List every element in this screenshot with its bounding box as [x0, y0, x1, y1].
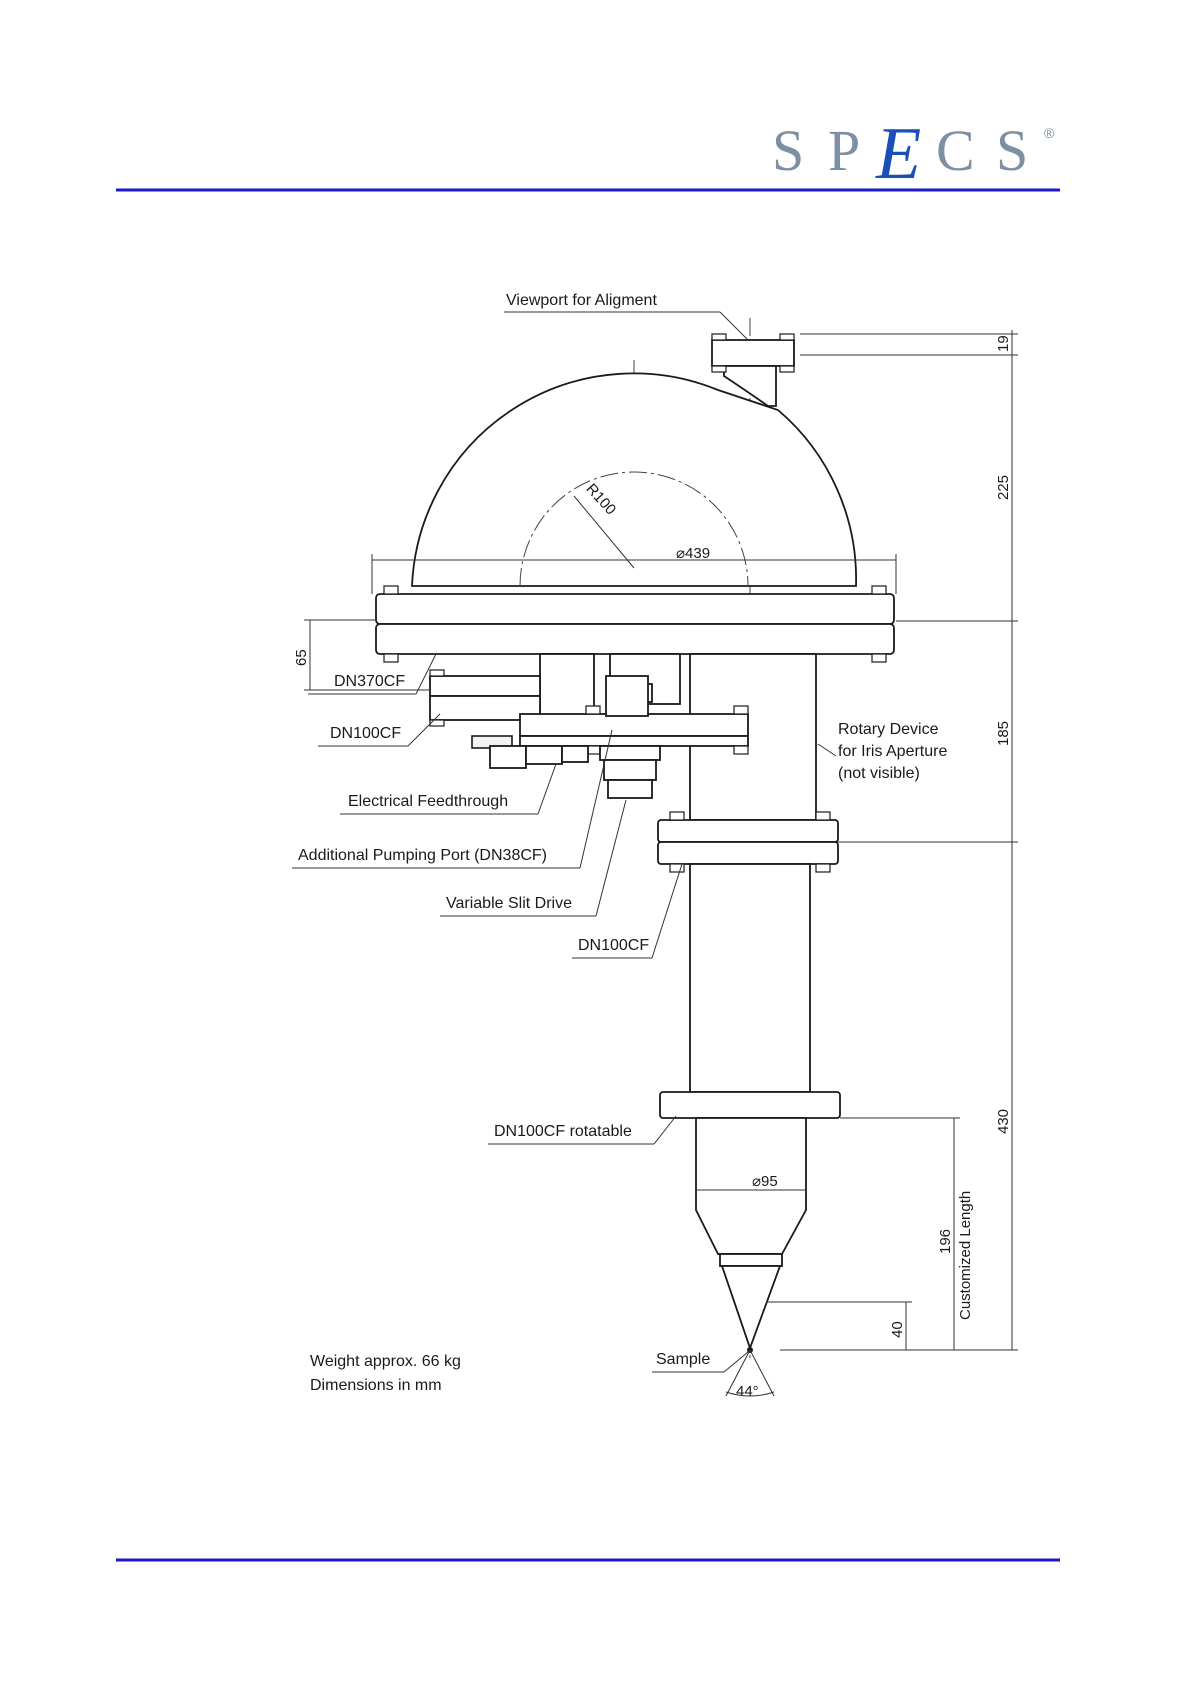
bolt: [871, 653, 887, 663]
leader-sample: [723, 1351, 749, 1373]
dim-tip: 40: [889, 1321, 906, 1338]
slit-drive-column: [605, 675, 649, 717]
logo-registered-mark: ®: [1044, 125, 1055, 141]
viewport-neck: [723, 365, 777, 407]
bolt: [871, 585, 887, 595]
radius-leader: [573, 495, 635, 569]
label-dn100-left: DN100CF: [330, 725, 401, 742]
dia-flange-dimension: ⌀439: [676, 545, 710, 562]
bolt: [815, 811, 831, 821]
logo-letter-e: E: [875, 113, 921, 195]
label-viewport: Viewport for Aligment: [506, 292, 657, 309]
bolt: [585, 705, 601, 715]
bolt: [779, 365, 795, 373]
leader-feedthrough: [537, 763, 557, 815]
specs-logo: S P E C S ®: [772, 113, 1055, 195]
dim-viewport: 19: [995, 335, 1012, 352]
hemisphere-dome: [411, 372, 857, 587]
label-dn100-mid: DN100CF: [578, 937, 649, 954]
feedthrough-connector-b: [525, 745, 563, 765]
logo-letter-p: P: [828, 118, 874, 183]
bolt: [383, 653, 399, 663]
label-sample: Sample: [656, 1351, 710, 1368]
label-rotary-line-2: for Iris Aperture: [838, 743, 947, 760]
leader-viewport: [719, 311, 749, 341]
nose-collar: [719, 1253, 783, 1267]
dim-custom-value: 196: [937, 1229, 954, 1254]
bolt: [815, 863, 831, 873]
horizontal-port-lower: [519, 735, 749, 747]
label-rotary-line-1: Rotary Device: [838, 721, 939, 738]
nose-cone-tip: [720, 1265, 782, 1351]
horizontal-port-upper: [519, 713, 749, 737]
inner-radius-arc: [519, 471, 749, 587]
side-port-flange-b: [429, 695, 541, 721]
label-slit-drive: Variable Slit Drive: [446, 895, 572, 912]
bolt: [429, 719, 445, 727]
bolt: [711, 333, 727, 341]
label-weight: Weight approx. 66 kg: [310, 1353, 461, 1370]
logo-letter-s2: S: [996, 118, 1042, 183]
acceptance-ray-right: [749, 1349, 775, 1397]
lower-tube: [689, 863, 811, 1093]
acceptance-ray-left: [725, 1349, 751, 1397]
dim-lower: 430: [995, 1109, 1012, 1134]
leader-pumping: [579, 729, 613, 869]
leader-dn370: [415, 653, 437, 695]
leader-rotatable: [653, 1115, 677, 1145]
leader-rotary: [817, 743, 837, 757]
side-port-flange-a: [429, 675, 541, 697]
acceptance-arc: [725, 1391, 775, 1397]
label-dn100-rotatable: DN100CF rotatable: [494, 1123, 632, 1140]
bolt: [429, 669, 445, 677]
label-rotary-line-3: (not visible): [838, 765, 920, 782]
leader-slit: [595, 799, 627, 917]
bolt: [733, 745, 749, 755]
bolt: [733, 705, 749, 715]
dn370-flange-upper: [375, 593, 895, 625]
logo-letter-s1: S: [772, 118, 818, 183]
nose-cylinder: [695, 1117, 807, 1255]
dia-nose-dimension: ⌀95: [752, 1173, 778, 1190]
feedthrough-connector-c: [561, 745, 589, 763]
bolt: [779, 333, 795, 341]
dim-flange-height: 65: [293, 649, 310, 666]
label-pumping-port: Additional Pumping Port (DN38CF): [298, 847, 547, 864]
dim-dome: 225: [995, 475, 1012, 500]
bolt: [711, 365, 727, 373]
label-dn370: DN370CF: [334, 673, 405, 690]
analyzer-drawing: R100: [292, 292, 1018, 1400]
dn100-mid-flange-lower: [657, 841, 839, 865]
leader-dn100-mid: [651, 863, 683, 959]
bolt: [383, 585, 399, 595]
dim-custom-label: Customized Length: [957, 1191, 974, 1320]
bolt: [669, 811, 685, 821]
logo-letter-c: C: [936, 118, 989, 183]
slit-drive-knob-a: [603, 759, 657, 781]
bolt: [669, 863, 685, 873]
angle-dimension: 44°: [736, 1383, 759, 1400]
leader-dn100-left: [407, 713, 441, 747]
viewport-flange: [711, 339, 795, 367]
label-units: Dimensions in mm: [310, 1377, 442, 1394]
dim-mid: 185: [995, 721, 1012, 746]
feedthrough-connector-a: [489, 745, 527, 769]
dn370-flange-lower: [375, 623, 895, 655]
slit-drive-knob-b: [607, 779, 653, 799]
label-feedthrough: Electrical Feedthrough: [348, 793, 508, 810]
dn100-rotatable-flange: [659, 1091, 841, 1119]
slit-drive-collar: [599, 745, 661, 761]
dn100-mid-flange-upper: [657, 819, 839, 843]
